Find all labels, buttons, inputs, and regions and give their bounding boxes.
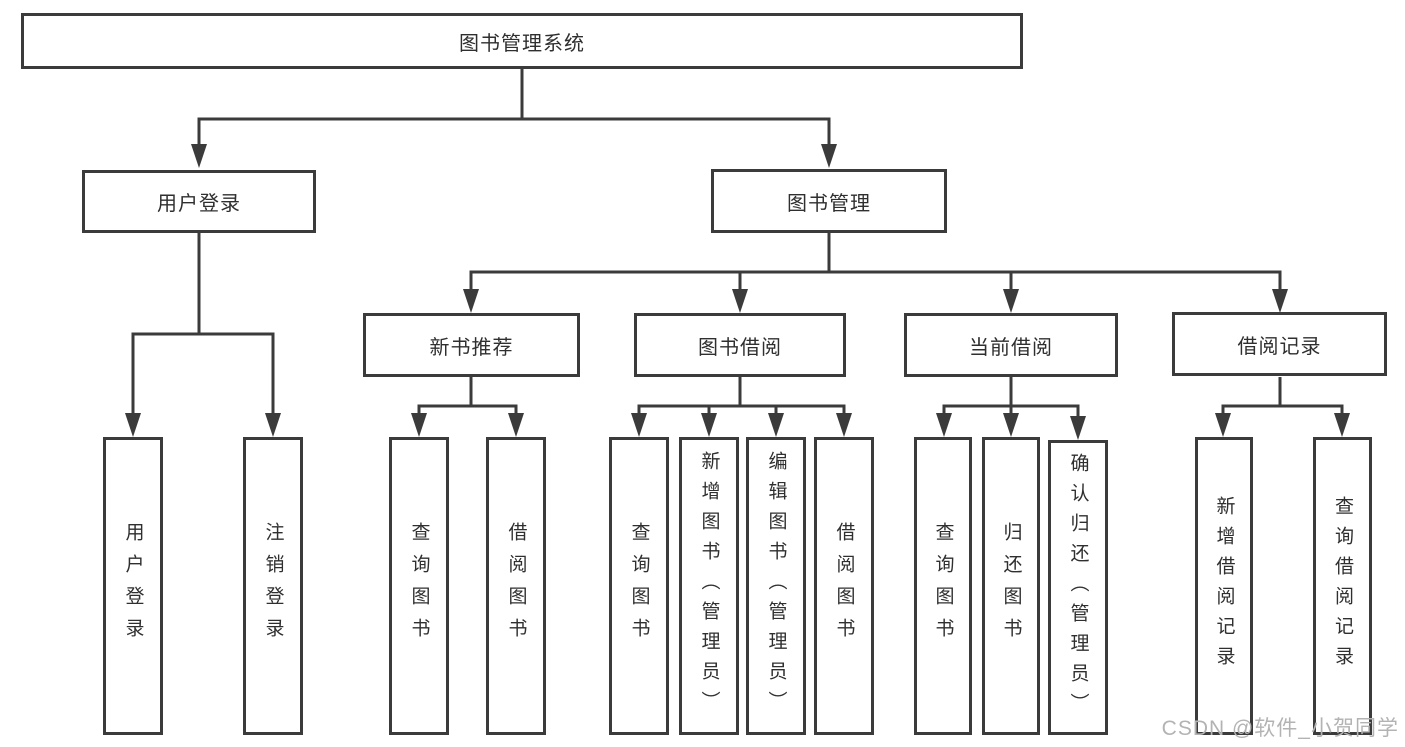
leaf-logout: 注销登录 (243, 437, 303, 735)
leaf-add-books-admin: 新增图书（管理员） (679, 437, 739, 735)
leaf-query-borrow-record: 查询借阅记录 (1313, 437, 1372, 735)
csdn-watermark: CSDN @软件_小贺同学 (1161, 717, 1399, 740)
node-root-system-label: 图书管理系统 (459, 32, 585, 55)
node-current-borrowing-label: 当前借阅 (969, 336, 1053, 359)
node-root-system: 图书管理系统 (21, 13, 1023, 69)
leaf-query-books-recommend: 查询图书 (389, 437, 449, 735)
leaf-borrow-books: 借阅图书 (814, 437, 874, 735)
leaf-user-login: 用户登录 (103, 437, 163, 735)
node-book-borrowing: 图书借阅 (634, 313, 846, 377)
arrowheads (125, 144, 1350, 440)
leaf-borrow-books-recommend: 借阅图书 (486, 437, 546, 735)
node-new-book-recommend-label: 新书推荐 (429, 336, 514, 359)
leaf-return-books: 归还图书 (982, 437, 1040, 735)
leaf-query-books-borrowing: 查询图书 (609, 437, 669, 735)
node-book-management: 图书管理 (711, 169, 947, 233)
leaf-query-books-current: 查询图书 (914, 437, 972, 735)
node-borrowing-records-label: 借阅记录 (1237, 335, 1322, 358)
node-user-login: 用户登录 (82, 170, 316, 233)
node-current-borrowing: 当前借阅 (904, 313, 1118, 377)
node-book-management-label: 图书管理 (787, 192, 871, 215)
leaf-confirm-return-admin: 确认归还（管理员） (1048, 440, 1108, 735)
leaf-edit-books-admin: 编辑图书（管理员） (746, 437, 806, 735)
leaf-add-borrow-record: 新增借阅记录 (1195, 437, 1253, 735)
node-borrowing-records: 借阅记录 (1172, 312, 1387, 376)
node-book-borrowing-label: 图书借阅 (698, 336, 782, 359)
node-new-book-recommend: 新书推荐 (363, 313, 580, 377)
node-user-login-label: 用户登录 (157, 193, 241, 215)
